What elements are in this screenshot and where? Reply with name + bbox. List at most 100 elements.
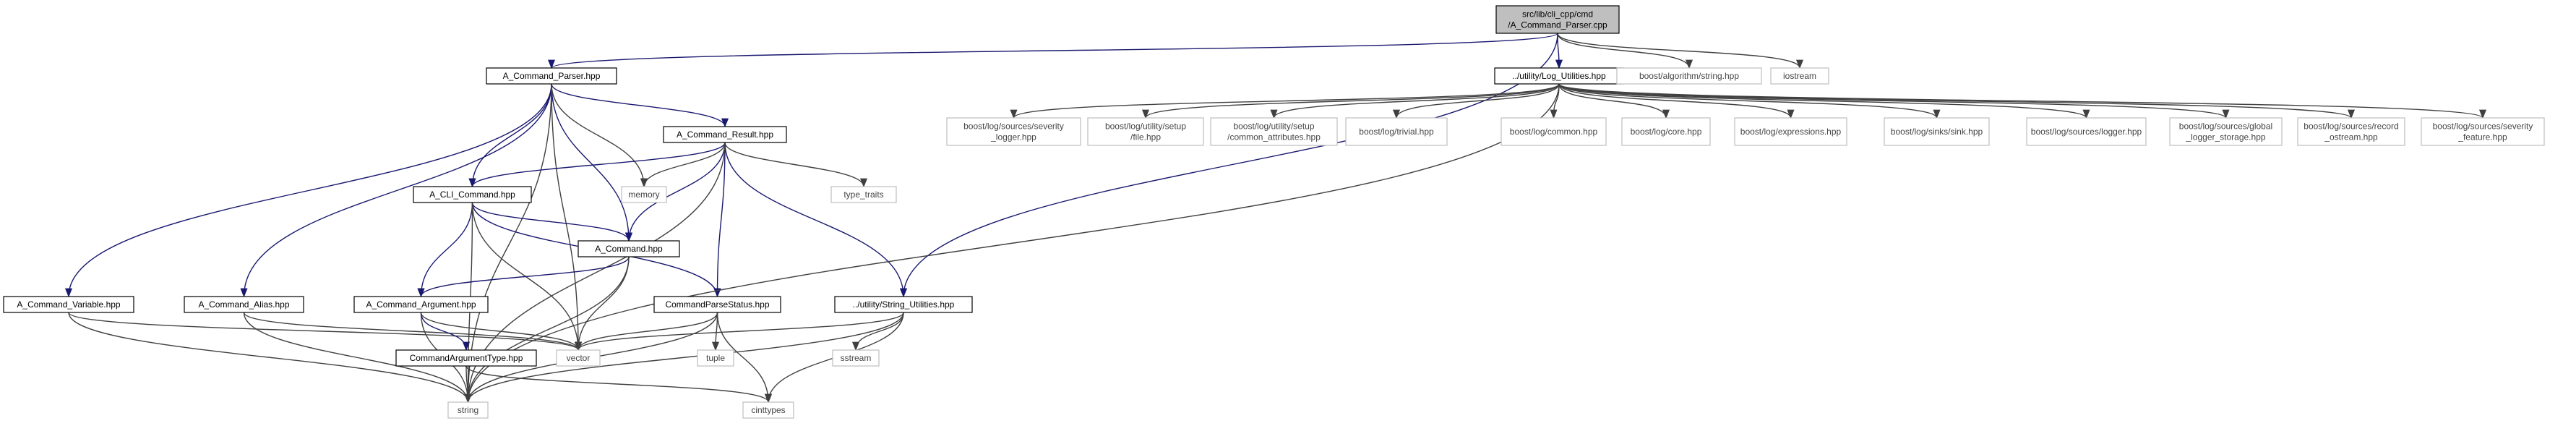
node-log-util[interactable]: ../utility/Log_Utilities.hpp — [1494, 67, 1624, 85]
node-label: _logger.hpp — [990, 132, 1036, 142]
node-box — [353, 296, 489, 313]
edge-log_util-to-b_sev_feature — [1558, 83, 2486, 119]
node-label: /file.hpp — [1130, 132, 1161, 142]
node-vector: vector — [556, 349, 601, 367]
node-b-record: boost/log/sources/record_ostream.hpp — [2297, 117, 2405, 146]
node-label: /common_attributes.hpp — [1227, 132, 1321, 142]
node-root[interactable]: src/lib/cli_cpp/cmd/A_Command_Parser.cpp — [1495, 5, 1620, 34]
node-label: cinttypes — [751, 405, 785, 415]
edge-log_util-to-b_expr — [1558, 83, 1795, 119]
node-label: A_CLI_Command.hpp — [429, 189, 515, 200]
edge-log_util-to-b_setup_file — [1142, 83, 1560, 119]
dependency-edges — [65, 33, 2486, 404]
node-label: CommandArgumentType.hpp — [410, 353, 523, 363]
dependency-nodes: src/lib/cli_cpp/cmd/A_Command_Parser.cpp… — [3, 5, 2545, 419]
node-memory: memory — [621, 186, 667, 203]
node-box — [663, 126, 787, 143]
edge-acv_hpp-to-string — [68, 312, 472, 404]
node-b-global: boost/log/sources/global_logger_storage.… — [2169, 117, 2283, 146]
node-b-common: boost/log/common.hpp — [1500, 117, 1607, 146]
node-b-setup-common: boost/log/utility/setup/common_attribute… — [1210, 117, 1338, 146]
edge-root-to-log_util — [1555, 33, 1563, 69]
edge-ac_hpp-to-string — [464, 256, 630, 404]
edge-acp_hpp-to-memory — [551, 83, 648, 188]
node-cps-hpp[interactable]: CommandParseStatus.hpp — [653, 296, 781, 313]
node-label: ../utility/String_Utilities.hpp — [853, 299, 955, 310]
node-box — [2421, 117, 2545, 146]
edge-acp_hpp-to-acv_hpp — [65, 83, 552, 298]
node-label: A_Command_Argument.hpp — [366, 299, 476, 310]
node-label: /A_Command_Parser.cpp — [1508, 20, 1607, 30]
node-box — [3, 296, 134, 313]
node-iostream: iostream — [1770, 67, 1829, 85]
edge-acp_hpp-to-aca_hpp — [240, 83, 552, 298]
edge-aca_hpp-to-string — [243, 312, 472, 404]
node-aca-hpp[interactable]: A_Command_Alias.hpp — [184, 296, 304, 313]
node-str-util[interactable]: ../utility/String_Utilities.hpp — [834, 296, 973, 313]
node-string: string — [447, 401, 489, 419]
node-label: boost/log/common.hpp — [1510, 127, 1598, 137]
edge-log_util-to-b_sev_logger — [1010, 83, 1560, 119]
node-label: boost/log/expressions.hpp — [1740, 127, 1842, 137]
edge-acv_hpp-to-vector — [68, 312, 582, 352]
node-label: _logger_storage.hpp — [2185, 132, 2265, 142]
edge-acp_hpp-to-string — [464, 83, 552, 404]
node-b-core: boost/log/core.hpp — [1621, 117, 1711, 146]
node-tuple: tuple — [697, 349, 734, 367]
node-b-logger: boost/log/sources/logger.hpp — [2026, 117, 2147, 146]
node-ac-hpp[interactable]: A_Command.hpp — [578, 240, 680, 257]
edge-acr_hpp-to-str_util — [724, 142, 908, 298]
node-label: A_Command.hpp — [595, 244, 663, 254]
node-box — [556, 349, 601, 367]
node-acp-hpp[interactable]: A_Command_Parser.hpp — [486, 67, 617, 85]
edge-log_util-to-b_sink — [1558, 83, 1941, 119]
node-label: CommandParseStatus.hpp — [665, 299, 769, 310]
node-b-sink: boost/log/sinks/sink.hpp — [1884, 117, 1990, 146]
node-label: sstream — [841, 353, 872, 363]
node-acli-hpp[interactable]: A_CLI_Command.hpp — [413, 186, 532, 203]
edge-str_util-to-vector — [575, 312, 904, 352]
node-box — [1616, 67, 1762, 85]
edge-root-to-boost_alg — [1557, 33, 1693, 69]
edge-root-to-iostream — [1557, 33, 1803, 69]
node-label: boost/log/sources/severity — [2433, 122, 2533, 132]
node-label: boost/log/utility/setup — [1233, 122, 1314, 132]
edge-log_util-to-b_logger — [1558, 83, 2090, 119]
node-box — [413, 186, 532, 203]
node-acr-hpp[interactable]: A_Command_Result.hpp — [663, 126, 787, 143]
node-box — [2169, 117, 2283, 146]
node-label: memory — [628, 189, 659, 200]
edge-acr_hpp-to-ac_hpp — [624, 142, 726, 242]
node-b-setup-file: boost/log/utility/setup/file.hpp — [1087, 117, 1204, 146]
node-acarg-hpp[interactable]: A_Command_Argument.hpp — [353, 296, 489, 313]
node-b-expr: boost/log/expressions.hpp — [1734, 117, 1847, 146]
node-b-trivial: boost/log/trivial.hpp — [1345, 117, 1448, 146]
edge-aca_hpp-to-vector — [243, 312, 582, 352]
edge-str_util-to-sstream — [851, 312, 904, 352]
node-label: A_Command_Alias.hpp — [198, 299, 289, 310]
node-label: boost/log/sources/severity — [963, 122, 1064, 132]
node-label: boost/log/trivial.hpp — [1359, 127, 1434, 137]
node-cat-hpp[interactable]: CommandArgumentType.hpp — [395, 349, 537, 367]
edge-str_util-to-string — [464, 312, 904, 404]
edge-log_util-to-string — [464, 83, 1560, 404]
edge-acr_hpp-to-acli_hpp — [468, 142, 726, 188]
edge-log_util-to-b_common — [1550, 83, 1560, 119]
node-label: boost/log/utility/setup — [1105, 122, 1186, 132]
node-acv-hpp[interactable]: A_Command_Variable.hpp — [3, 296, 134, 313]
node-box — [1495, 5, 1620, 34]
node-sstream: sstream — [832, 349, 880, 367]
edge-log_util-to-b_record — [1558, 83, 2355, 119]
node-box — [2026, 117, 2147, 146]
edge-log_util-to-b_trivial — [1393, 83, 1560, 119]
edge-ac_hpp-to-acarg_hpp — [417, 256, 630, 298]
node-b-sev-feature: boost/log/sources/severity_feature.hpp — [2421, 117, 2545, 146]
edge-acp_hpp-to-acr_hpp — [551, 83, 729, 128]
node-label: boost/algorithm/string.hpp — [1639, 71, 1739, 81]
edge-root-to-acp_hpp — [548, 33, 1558, 69]
node-box — [395, 349, 537, 367]
node-label: boost/log/sources/global — [2179, 122, 2272, 132]
node-cinttypes: cinttypes — [742, 401, 794, 419]
node-label: boost/log/sinks/sink.hpp — [1891, 127, 1983, 137]
node-label: _feature.hpp — [2457, 132, 2507, 142]
